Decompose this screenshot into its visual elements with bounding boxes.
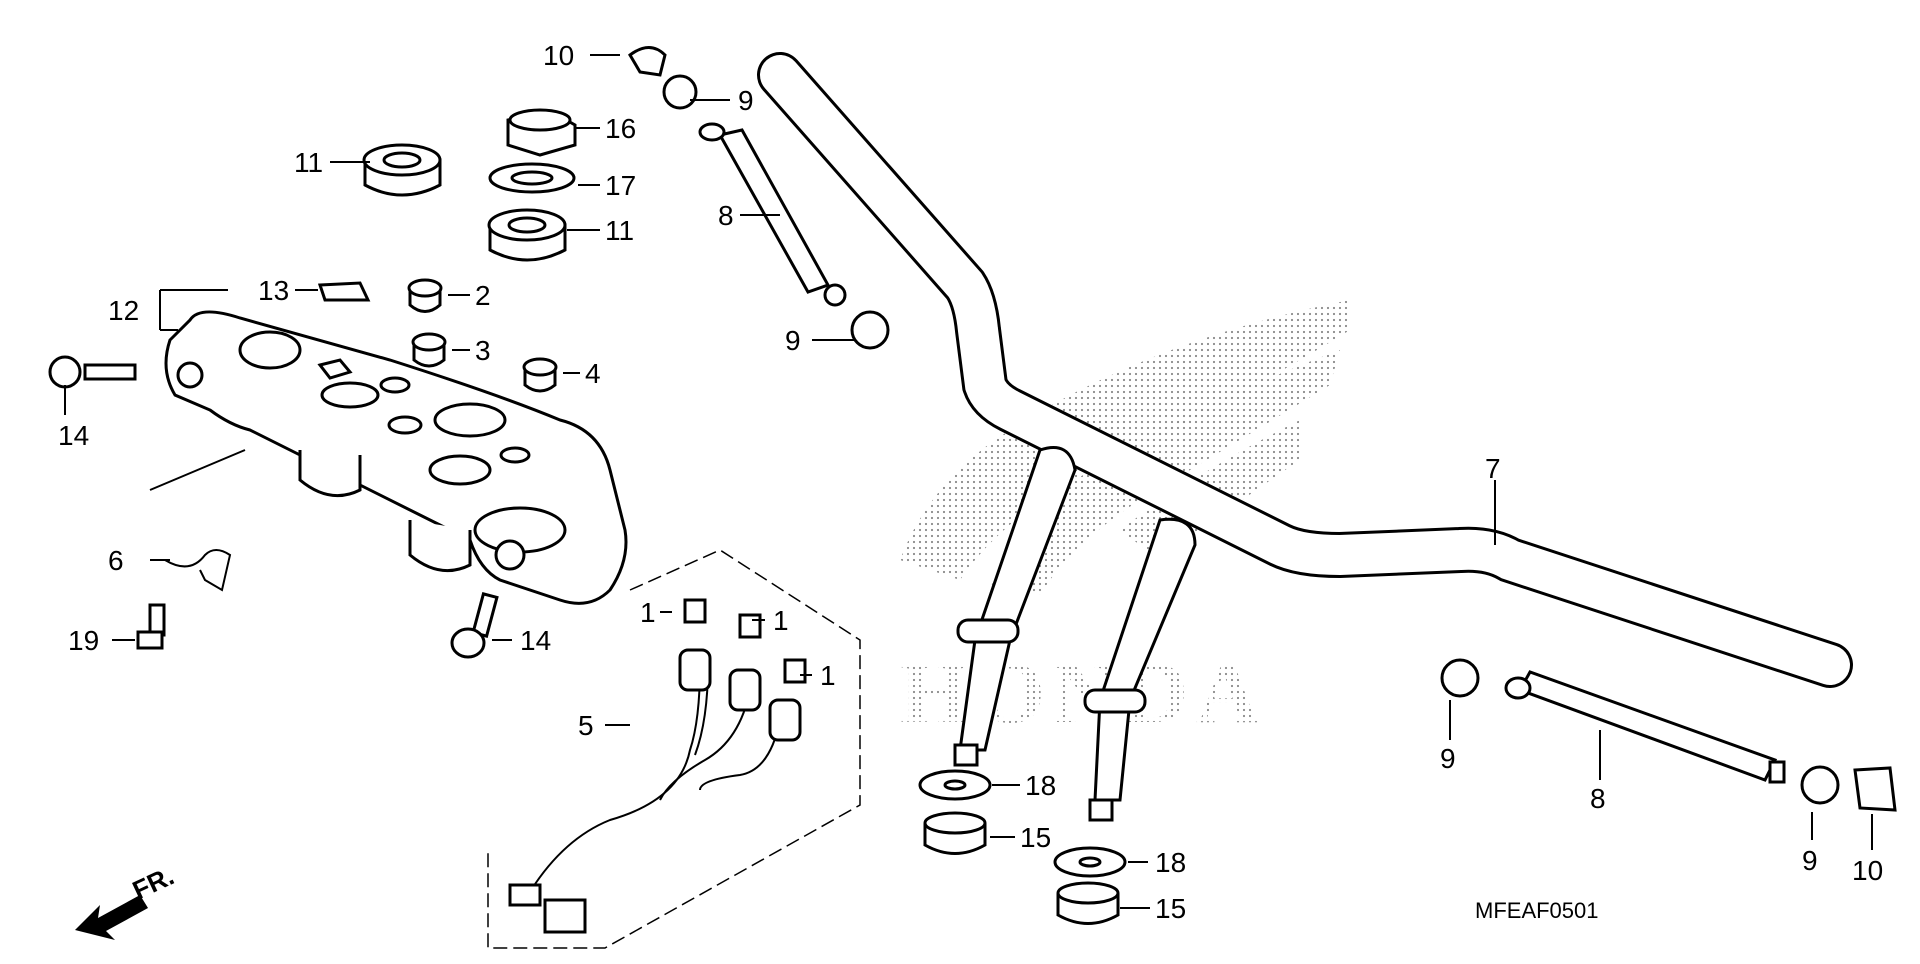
callout-14b: 14	[520, 625, 551, 656]
callout-13: 13	[258, 275, 289, 306]
plug-parts	[407, 278, 558, 393]
front-direction-arrow: FR.	[75, 861, 179, 940]
callout-1a: 1	[640, 597, 656, 628]
wire-clip-6	[164, 549, 232, 592]
diagram-code: MFEAF0501	[1475, 898, 1599, 923]
callout-19: 19	[68, 625, 99, 656]
leader-lines	[64, 54, 1873, 909]
bolt-14-left	[48, 355, 137, 389]
callout-15b: 15	[1155, 893, 1186, 924]
watermark-text: HONDA	[900, 645, 1268, 742]
callout-9a: 9	[738, 85, 754, 116]
callout-1c: 1	[820, 660, 836, 691]
wire-harness-5	[487, 549, 861, 949]
callout-4: 4	[585, 358, 601, 389]
washers-and-nuts	[918, 769, 1127, 925]
callout-10a: 10	[543, 40, 574, 71]
callout-9c: 9	[1440, 743, 1456, 774]
callout-5: 5	[578, 710, 594, 741]
callout-7: 7	[1485, 453, 1501, 484]
callout-6: 6	[108, 545, 124, 576]
callout-labels: 1 1 1 2 3 4 5 6 7 8 8 9 9 9 9 10 10 11 1…	[58, 40, 1883, 924]
callout-18b: 18	[1155, 847, 1186, 878]
callout-14a: 14	[58, 420, 89, 451]
callout-9d: 9	[1802, 845, 1818, 876]
callout-16: 16	[605, 113, 636, 144]
callout-3: 3	[475, 335, 491, 366]
callout-8b: 8	[1590, 783, 1606, 814]
callout-12: 12	[108, 295, 139, 326]
callout-1b: 1	[773, 605, 789, 636]
callout-18a: 18	[1025, 770, 1056, 801]
callout-15a: 15	[1020, 822, 1051, 853]
bar-end-weight-lower	[1440, 658, 1897, 812]
callout-11a: 11	[294, 147, 323, 178]
top-bridge-part-12	[164, 310, 628, 605]
callout-11b: 11	[605, 215, 634, 246]
rubber-pad-13	[317, 281, 371, 302]
bar-end-weight-upper	[628, 46, 890, 350]
bushings-and-nut	[362, 108, 577, 262]
callout-10b: 10	[1852, 855, 1883, 886]
bolt-19	[136, 603, 166, 650]
callout-8a: 8	[718, 200, 734, 231]
callout-9b: 9	[785, 325, 801, 356]
bolt-14-right	[450, 592, 499, 659]
callout-2: 2	[475, 280, 491, 311]
callout-17: 17	[605, 170, 636, 201]
handlebar-part-7	[757, 52, 1853, 822]
